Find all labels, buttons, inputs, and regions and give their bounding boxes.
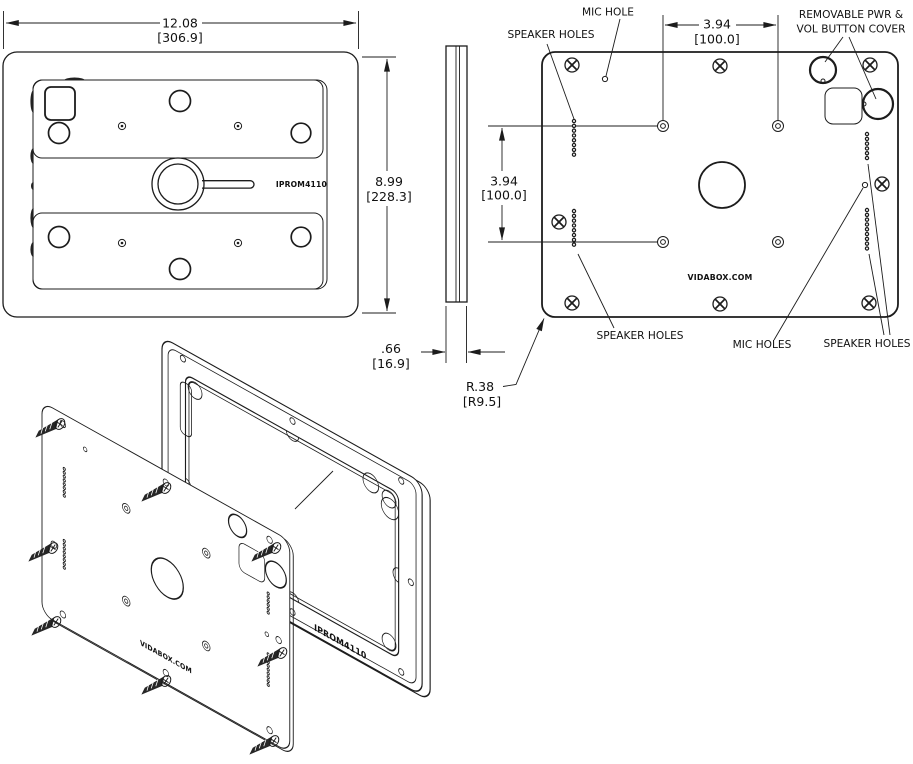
dim-vspacing-mm: [100.0] (481, 188, 527, 203)
mic-hole-top (601, 75, 609, 83)
center-access-hole (698, 161, 746, 209)
dim-thickness: .66 [16.9] (372, 306, 505, 371)
label-speaker-holes-right: SPEAKER HOLES (823, 338, 910, 350)
side-view: .66 [16.9] (372, 45, 505, 371)
dim-thickness-in: .66 (381, 341, 401, 356)
iso-back-plate: VIDABOX.COM (41, 405, 294, 752)
front-mount-holes (47, 89, 312, 281)
back-view: 3.94 [100.0] 3.94 [100.0] (463, 7, 911, 410)
speaker-hole-columns (571, 118, 870, 253)
keyhole-slot (151, 157, 255, 211)
label-removable-cover-2: VOL BUTTON COVER (797, 24, 907, 36)
iso-frame: IPROM4110 (161, 340, 431, 698)
mic-hole-right (861, 181, 869, 189)
iso-view: IPROM4110 (28, 340, 431, 755)
edge-relief-notches (30, 77, 85, 257)
dim-width-in: 12.08 (162, 16, 198, 31)
dim-radius-in: R.38 (466, 379, 494, 394)
dim-hole-spacing-h: 3.94 [100.0] (662, 15, 779, 121)
dim-vspacing-in: 3.94 (490, 174, 518, 189)
dim-hole-spacing-v: 3.94 [100.0] (481, 125, 657, 243)
dim-corner-radius: R.38 [R9.5] (463, 318, 545, 409)
iso-plate-screw-holes (50, 420, 282, 735)
back-plate-outline (541, 51, 899, 318)
dim-height-in: 8.99 (375, 174, 403, 189)
front-top-band (32, 79, 324, 159)
side-profile-outline (445, 45, 468, 303)
front-bottom-band (32, 212, 324, 290)
label-speaker-holes-bottom: SPEAKER HOLES (596, 330, 683, 342)
back-callouts: MIC HOLE SPEAKER HOLES REMOVABLE PWR & V… (507, 7, 910, 352)
iso-pwr-vol-cutouts (227, 513, 287, 589)
label-mic-hole: MIC HOLE (582, 7, 634, 19)
label-mic-holes: MIC HOLES (733, 339, 792, 351)
dim-width-mm: [306.9] (157, 30, 203, 45)
dim-hspacing-mm: [100.0] (694, 32, 740, 47)
dim-hspacing-in: 3.94 (703, 17, 731, 32)
dim-width: 12.08 [306.9] (3, 11, 359, 49)
front-model-text: IPROM4110 (276, 180, 327, 189)
front-plate-outline (2, 51, 359, 318)
front-view: IPROM4110 12.08 [306.9] 8.99 [228.3] (2, 11, 412, 318)
back-brand-text: VIDABOX.COM (687, 273, 752, 282)
camera-cutout-square (44, 86, 76, 121)
pwr-vol-cover (808, 55, 895, 125)
dim-height-mm: [228.3] (366, 189, 412, 204)
label-removable-cover-1: REMOVABLE PWR & (799, 9, 903, 21)
dim-height: 8.99 [228.3] (362, 56, 412, 314)
iso-speaker-columns (62, 466, 270, 689)
dim-radius-mm: [R9.5] (463, 394, 501, 409)
iso-center-hole (150, 557, 184, 600)
label-speaker-holes-top: SPEAKER HOLES (507, 29, 594, 41)
dim-thickness-mm: [16.9] (372, 356, 410, 371)
iso-cover-pointer-line (294, 470, 334, 510)
